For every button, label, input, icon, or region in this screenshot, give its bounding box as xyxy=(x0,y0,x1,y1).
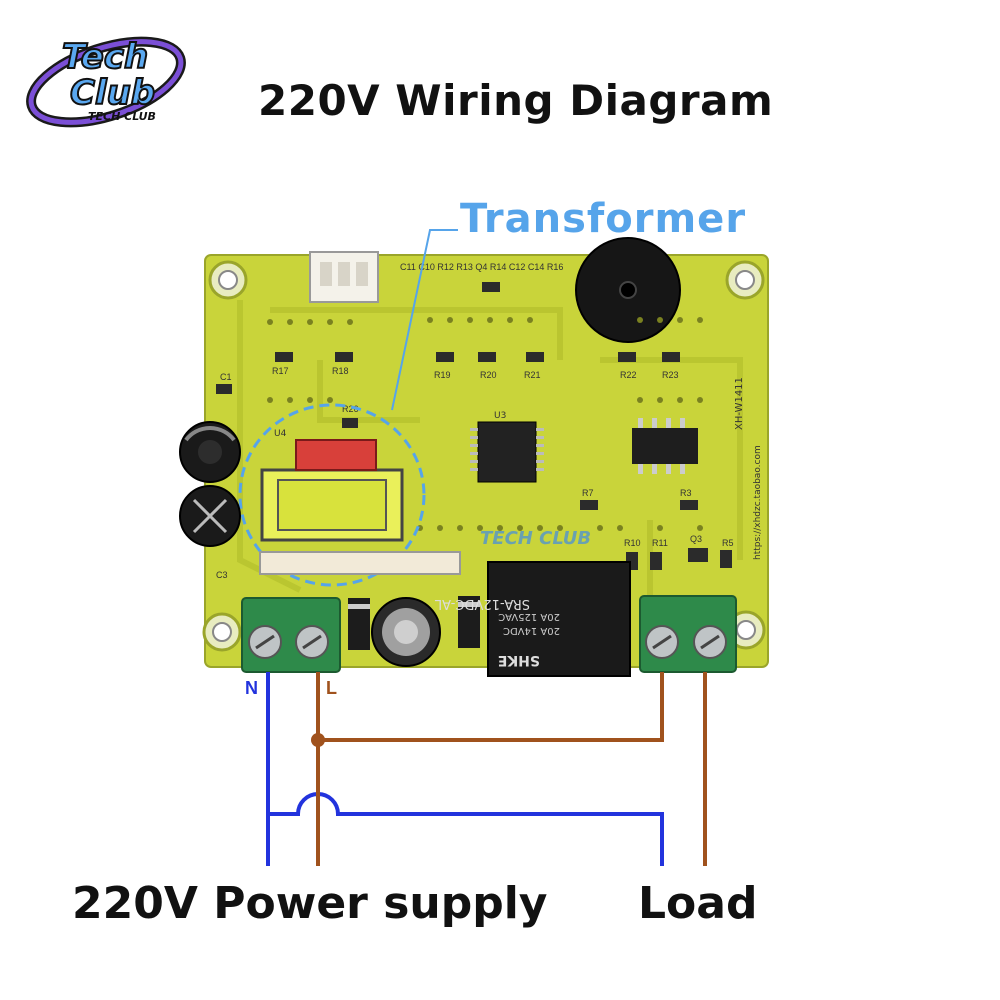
neutral-wire xyxy=(266,672,664,866)
capacitor-1 xyxy=(179,421,241,483)
diode-2 xyxy=(458,596,480,648)
transformer: U4 xyxy=(260,429,404,542)
power-resistor xyxy=(259,551,461,575)
line-label: L xyxy=(326,678,337,698)
driver-ic xyxy=(632,418,698,474)
svg-text:R21: R21 xyxy=(524,370,541,380)
transformer-label: Transformer xyxy=(460,196,747,242)
svg-text:C11 C10 R12 R13 Q4 R14 C12 C14: C11 C10 R12 R13 Q4 R14 C12 C14 R16 xyxy=(400,262,563,272)
power-supply-label: 220V Power supply xyxy=(72,878,548,929)
svg-text:R19: R19 xyxy=(434,370,451,380)
junction-dot xyxy=(311,733,325,747)
svg-text:R10: R10 xyxy=(624,538,641,548)
relay-brand: SHKE xyxy=(498,652,540,668)
svg-text:R3: R3 xyxy=(680,488,692,498)
svg-text:R11: R11 xyxy=(652,538,668,548)
svg-text:R20: R20 xyxy=(480,370,497,380)
terminal-block-load xyxy=(639,595,737,673)
svg-text:R17: R17 xyxy=(272,366,289,376)
watermark: TECH CLUB xyxy=(480,528,591,549)
page-title: 220V Wiring Diagram xyxy=(258,76,774,125)
svg-text:R22: R22 xyxy=(620,370,637,380)
url-silk: https://xhdzc.taobao.com xyxy=(753,445,763,560)
svg-text:R26: R26 xyxy=(342,404,359,414)
mounting-hole-tl xyxy=(208,260,248,300)
main-ic: U3 xyxy=(470,411,544,483)
relay-rating-dc: 20A 14VDC xyxy=(503,625,560,636)
svg-text:C1: C1 xyxy=(220,372,232,382)
line-wire xyxy=(316,672,707,866)
ic-label: U3 xyxy=(494,411,506,421)
svg-text:R18: R18 xyxy=(332,366,349,376)
svg-text:R5: R5 xyxy=(722,538,734,548)
mounting-hole-bl xyxy=(202,612,242,652)
logo-tagline: TECH CLUB xyxy=(88,110,156,123)
svg-text:R23: R23 xyxy=(662,370,679,380)
diode-1 xyxy=(348,598,370,650)
buzzer xyxy=(575,237,681,343)
logo-line2: Club xyxy=(70,73,155,113)
relay-rating-ac: 20A 125VAC xyxy=(498,611,560,622)
model-silk: XH-W1411 xyxy=(734,377,745,430)
load-label: Load xyxy=(638,878,758,929)
wiring xyxy=(266,672,707,866)
relay-model: SRA-12VDC-AL xyxy=(434,596,530,611)
svg-text:C3: C3 xyxy=(216,570,228,580)
relay: SRA-12VDC-AL 20A 14VDC 20A 125VAC SHKE xyxy=(434,561,631,677)
smd-components xyxy=(216,282,732,570)
transformer-highlight xyxy=(238,403,426,587)
svg-text:R7: R7 xyxy=(582,488,594,498)
neutral-label: N xyxy=(245,678,258,698)
terminal-block-power xyxy=(241,597,341,673)
u4-label: U4 xyxy=(274,429,287,439)
capacitor-3 xyxy=(371,597,441,667)
mounting-hole-tr xyxy=(725,260,765,300)
sensor-connector xyxy=(309,251,379,303)
capacitor-2 xyxy=(179,485,241,547)
svg-text:Q3: Q3 xyxy=(690,534,702,544)
tech-club-logo: Tech Club TECH CLUB xyxy=(26,36,186,128)
logo-line1: Tech xyxy=(62,37,148,77)
